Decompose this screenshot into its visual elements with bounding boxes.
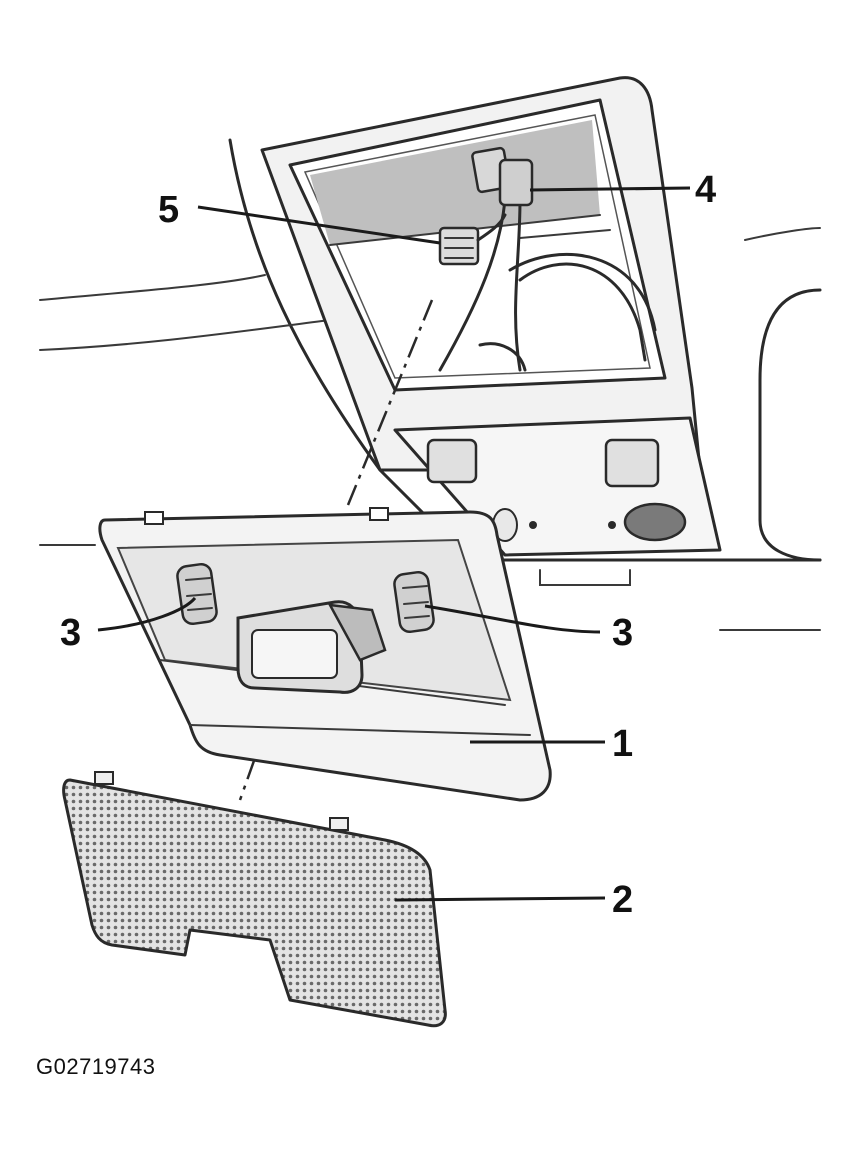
connector-upper	[471, 146, 534, 207]
lamp-lens	[62, 771, 447, 1028]
bulb-left	[176, 562, 218, 626]
leader-line-3-right	[424, 604, 601, 634]
leader-line-3-left	[97, 596, 197, 632]
wiring-harness	[438, 198, 657, 372]
callout-1: 1	[612, 723, 633, 765]
callout-3-right: 3	[612, 612, 633, 654]
figure-id-label: G02719743	[36, 1054, 156, 1079]
callout-3-left: 3	[60, 612, 81, 654]
callout-5: 5	[158, 189, 179, 231]
leader-line-2	[394, 896, 606, 902]
callout-2: 2	[612, 879, 633, 921]
roof-opening-frame	[260, 76, 702, 472]
leader-lines	[97, 186, 691, 902]
connector-lower	[438, 213, 507, 266]
bulb-right	[393, 570, 435, 634]
callout-labels: 5 4 3 3 1 2	[60, 169, 716, 921]
centre-switch-module	[236, 600, 387, 694]
leader-line-5	[197, 205, 441, 245]
leader-line-4	[529, 186, 691, 192]
callout-4: 4	[695, 169, 716, 211]
